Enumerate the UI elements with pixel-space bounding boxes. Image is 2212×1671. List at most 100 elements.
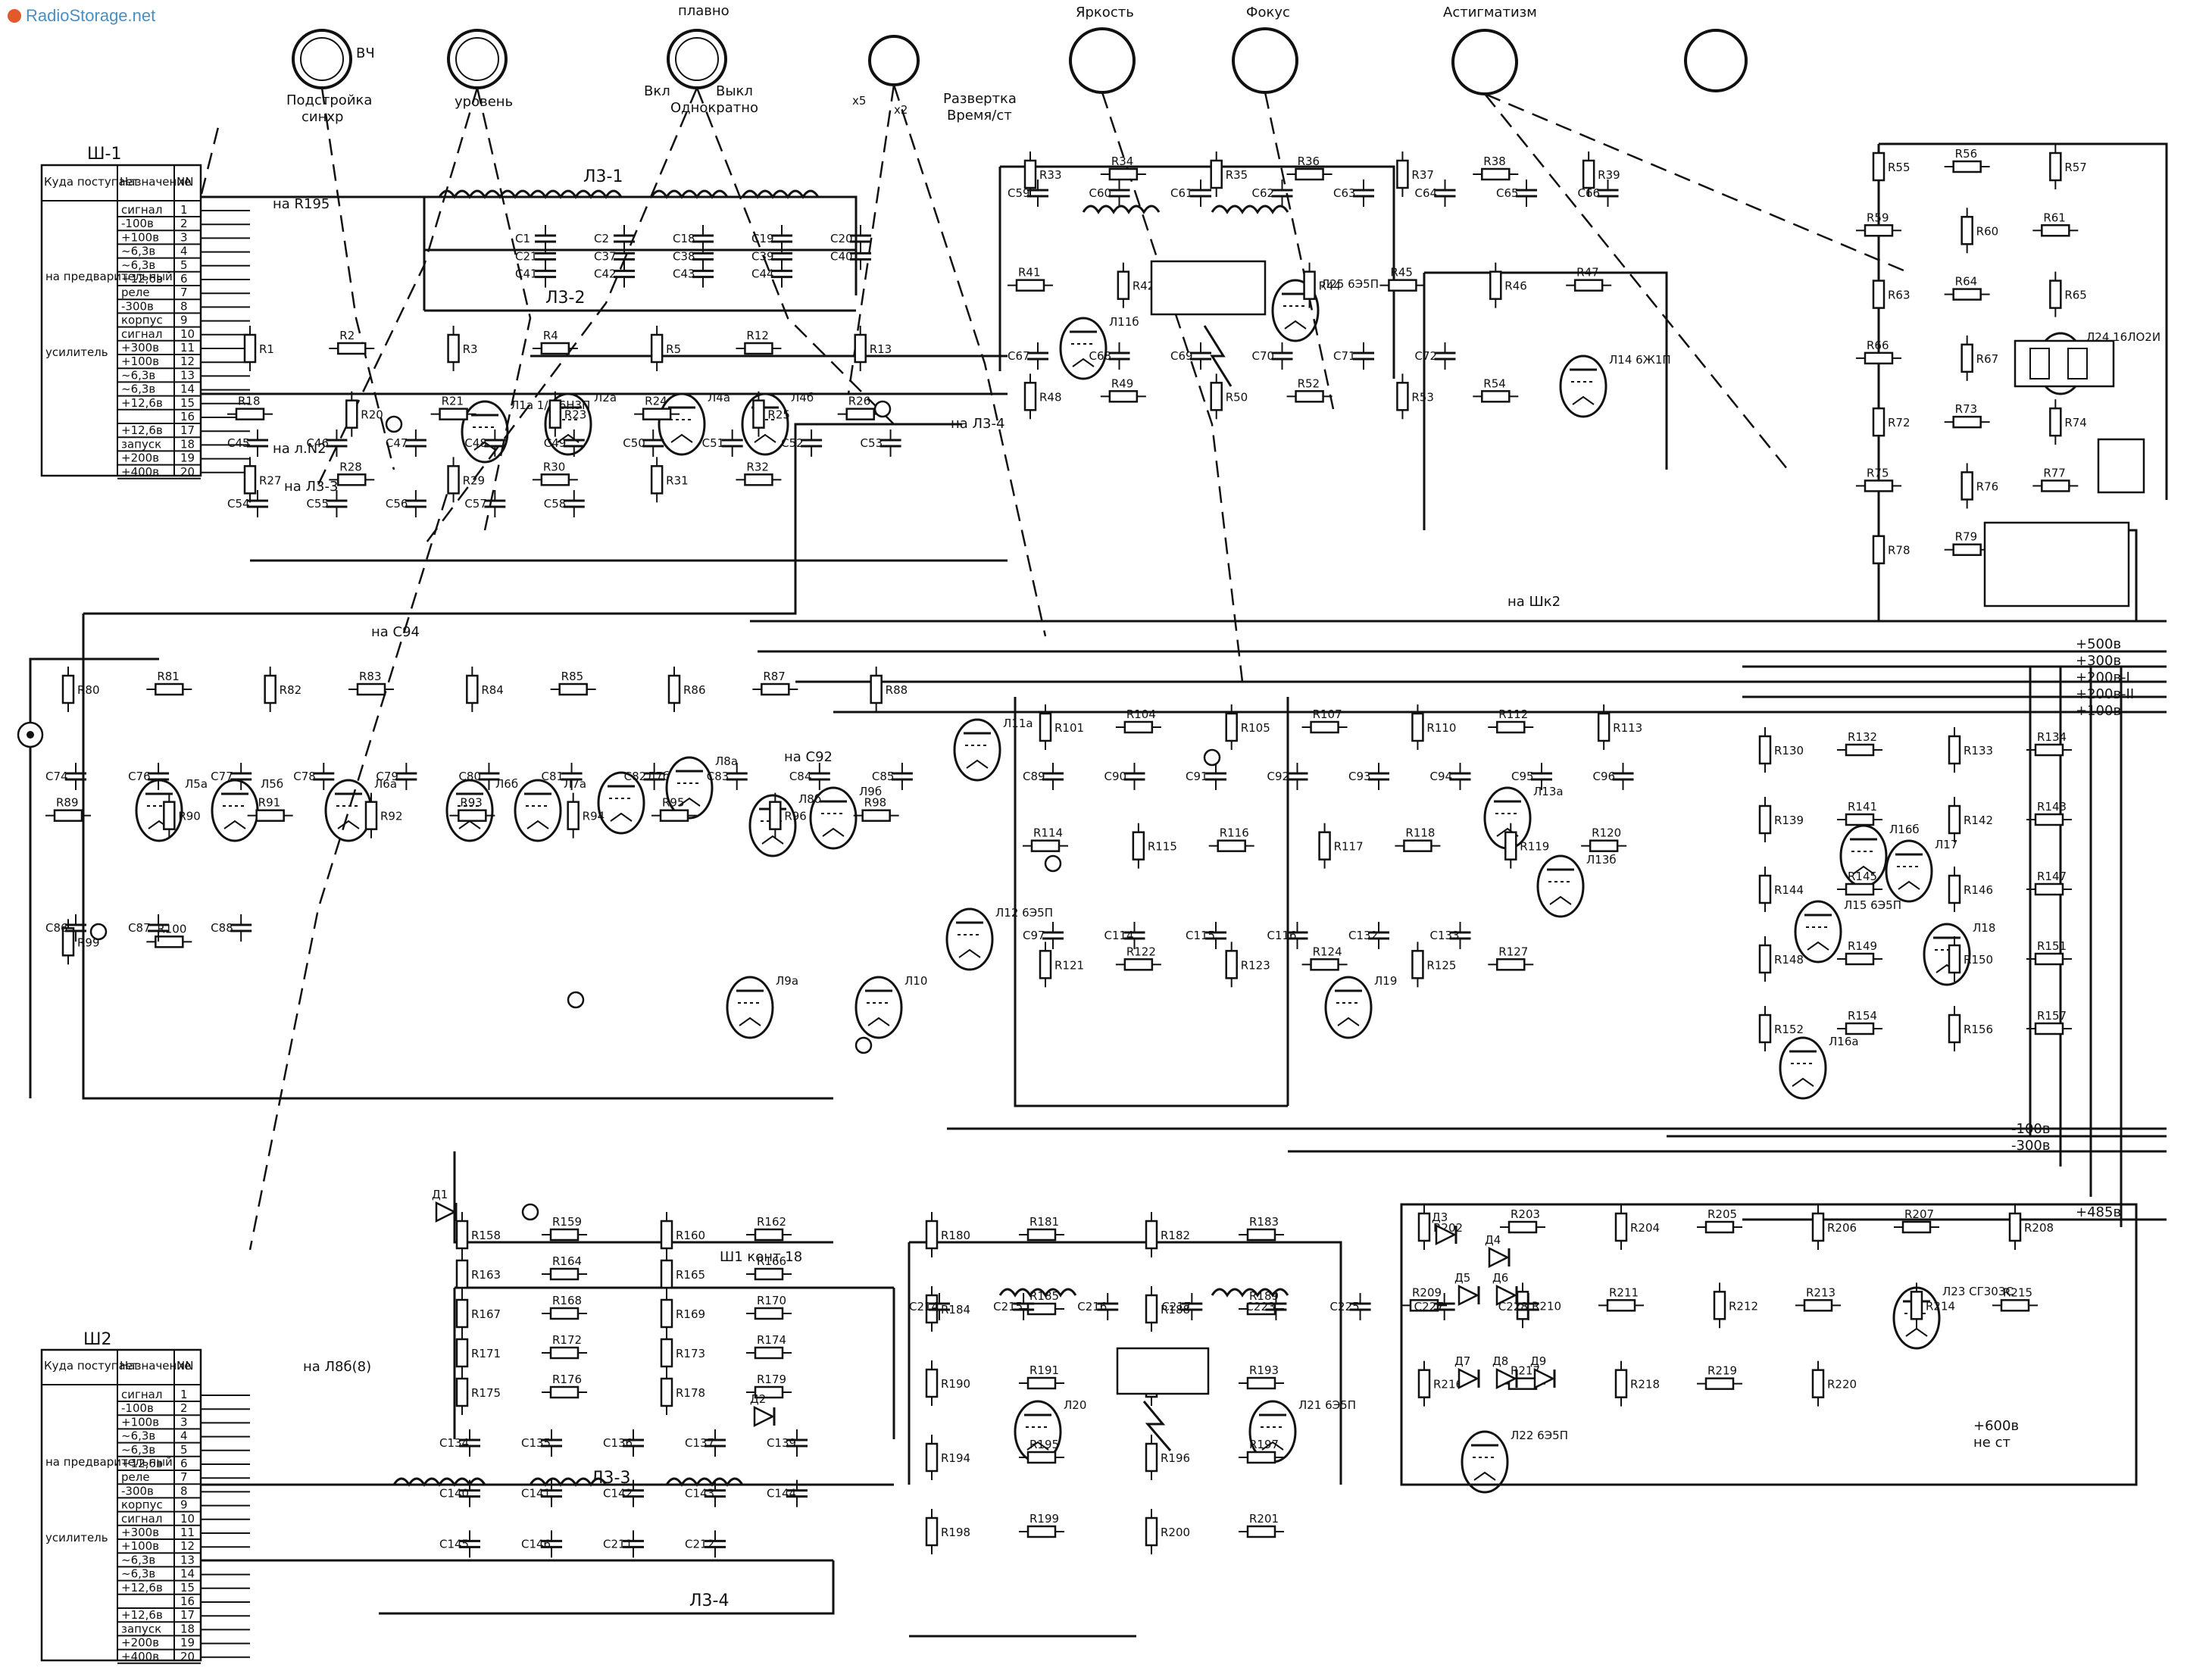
capacitor: C86 (45, 914, 86, 942)
resistor-body (61, 674, 75, 704)
vacuum-tube: Л19 (1324, 974, 1397, 1039)
resistor-label: R59 (1867, 211, 1889, 224)
capacitor-label: C96 (1593, 770, 1616, 783)
switch-v8[interactable] (1203, 748, 1221, 767)
note-na-c92: на С92 (784, 749, 833, 765)
vacuum-tube-label: Л20 (1064, 1398, 1086, 1412)
brightness-knob[interactable] (1069, 27, 1136, 94)
level-knob[interactable] (447, 29, 508, 89)
resistor: R156 (1948, 1006, 1993, 1051)
resistor-body (2049, 151, 2062, 182)
resistor-body (356, 682, 386, 696)
note-na-l8b: на Л8б(8) (303, 1359, 371, 1375)
resistor-body (1295, 390, 1324, 403)
capacitor-label: C74 (45, 770, 68, 783)
resistor-body (155, 935, 184, 948)
resistor: R77 (2032, 466, 2079, 492)
capacitor: C82 (624, 763, 665, 790)
resistor-label: R91 (258, 796, 281, 810)
resistor: R101 (1039, 704, 1084, 750)
capacitor: C137 (685, 1429, 726, 1457)
resistor-label: R134 (2037, 730, 2067, 744)
vacuum-tube-label: Л13а (1533, 785, 1564, 798)
resistor: R159 (542, 1215, 587, 1242)
resistor: R4 (532, 329, 578, 355)
timebase-knob[interactable] (868, 35, 920, 86)
resistor-body (548, 399, 562, 429)
knob-label-razvertka: Развертка (943, 91, 1017, 107)
aux-knob[interactable] (1684, 29, 1748, 92)
wiring (29, 142, 2168, 1638)
switch-v1b[interactable] (873, 400, 892, 418)
vacuum-tube-label: Л22 6Э5П (1511, 1429, 1568, 1442)
switch-v5[interactable] (1044, 854, 1062, 873)
resistor: R20 (345, 391, 383, 437)
vacuum-tube-label: Л4а (708, 391, 730, 404)
sync-tuning-knob[interactable] (292, 29, 352, 89)
resistor-body (447, 465, 460, 495)
resistor-body (1026, 1451, 1057, 1464)
switch-v2a[interactable] (89, 923, 108, 941)
delay-line-coils (392, 189, 1289, 1487)
connector-row-purpose: +400в (121, 1650, 159, 1663)
capacitor-label: C145 (439, 1537, 469, 1551)
diode-label: Д1 (432, 1188, 448, 1201)
resistor-label: R154 (1848, 1009, 1877, 1023)
capacitor: C63 (1333, 180, 1374, 207)
resistor-body (1573, 279, 1604, 292)
resistor-label: R158 (471, 1229, 501, 1242)
switch-v4[interactable] (854, 1036, 873, 1054)
resistor-body (1396, 382, 1409, 411)
resistor-body (1597, 712, 1611, 742)
resistor-body (439, 408, 468, 420)
vacuum-tube-label: Л16б (1889, 823, 1920, 836)
resistor-label: R208 (2024, 1221, 2054, 1235)
diode-label: Д8 (1492, 1354, 1508, 1368)
resistor-body (255, 809, 285, 822)
resistor-body (264, 674, 276, 704)
focus-knob[interactable] (1232, 27, 1298, 94)
connector-row-purpose: +100в (121, 230, 159, 244)
knob-label-vykl: Выкл (716, 83, 753, 99)
resistor-label: R219 (1707, 1364, 1737, 1378)
resistor-label: R157 (2037, 1009, 2067, 1023)
resistor: R55 (1872, 144, 1911, 189)
capacitor-label: C134 (439, 1436, 469, 1450)
connector-row-purpose: сигнал (121, 1512, 162, 1526)
note-na-l33: на Л3-3 (284, 479, 338, 495)
resistor: R89 (45, 796, 91, 822)
resistor-body (744, 473, 773, 486)
astigmatism-knob[interactable] (1451, 29, 1518, 95)
resistor: R116 (1208, 826, 1254, 852)
resistor: R65 (2049, 271, 2087, 317)
capacitor-label: C214 (909, 1300, 939, 1313)
sweep-mode-knob[interactable] (667, 29, 727, 89)
resistor: R87 (752, 670, 798, 696)
resistor-body (1225, 712, 1238, 742)
resistor: R193 (1239, 1363, 1284, 1390)
resistor: R205 (1697, 1207, 1742, 1234)
diode-triangle-icon (1495, 1284, 1517, 1307)
switch-v1a[interactable] (385, 415, 403, 433)
resistor: R82 (264, 667, 301, 712)
resistor-body (667, 674, 681, 704)
resistor-body (567, 801, 580, 830)
resistor: R150 (1948, 936, 1993, 982)
connector-row-purpose: ~6,3в (121, 1429, 155, 1443)
relay-p1-bolt-icon (1203, 325, 1233, 387)
connector-row-purpose: корпус (121, 314, 163, 327)
capacitor-label: C79 (376, 770, 398, 783)
switch-v3[interactable] (567, 991, 585, 1009)
resistor: R44 (1303, 262, 1341, 308)
resistor-body (1295, 167, 1324, 181)
resistor-body (2034, 813, 2064, 826)
switch-v6[interactable] (521, 1203, 539, 1221)
resistor: R66 (1856, 339, 1901, 365)
capacitor-label: C59 (1008, 186, 1030, 200)
connector-row-number: 1 (180, 203, 188, 217)
resistor-body (1310, 720, 1339, 734)
resistor: R211 (1598, 1285, 1644, 1312)
resistor: R195 (1019, 1438, 1064, 1464)
capacitor-label: C115 (1186, 929, 1215, 942)
resistor-label: R4 (543, 329, 558, 342)
